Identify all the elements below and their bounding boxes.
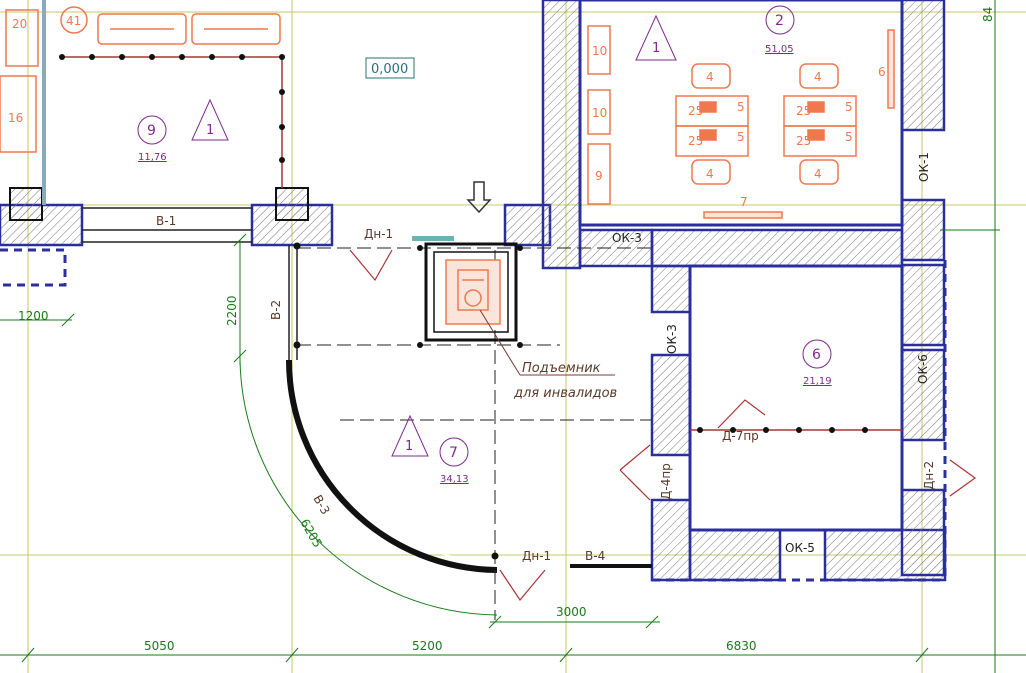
- furniture-number: 25: [796, 104, 811, 118]
- opening-label: Д-4пр: [659, 463, 673, 500]
- furniture-number: 4: [814, 167, 822, 181]
- furniture-number: 25: [688, 134, 703, 148]
- dimension-text: 6830: [726, 639, 757, 653]
- dimension-text: 5050: [144, 639, 175, 653]
- furniture: [0, 9, 895, 219]
- opening-label: В-3: [310, 493, 332, 517]
- dimension-lines: [0, 229, 1026, 663]
- room-area: 51,05: [765, 44, 794, 55]
- opening-label: ОК-6: [916, 354, 930, 384]
- opening-label: ОК-5: [785, 541, 815, 555]
- opening-label: Дн-1: [364, 227, 393, 241]
- room-area: 34,13: [440, 474, 469, 485]
- furniture-number: 25: [688, 104, 703, 118]
- furniture-number: 4: [814, 70, 822, 84]
- lift-label-line2: для инвалидов: [513, 386, 617, 401]
- dimension-text: 5200: [412, 639, 443, 653]
- furniture-number: 16: [8, 111, 23, 125]
- wheelchair-lift: [412, 236, 518, 342]
- entry-arrow-icon: [466, 181, 492, 214]
- room-number: 7: [449, 445, 458, 461]
- room-6: 6 21,19: [802, 339, 832, 387]
- furniture-number: 25: [796, 134, 811, 148]
- dimension-text: 1200: [18, 309, 49, 323]
- furniture-number: 4: [706, 70, 714, 84]
- zone-number: 1: [405, 439, 413, 454]
- room-7: 7 34,13 1: [391, 414, 469, 485]
- furniture-number: 9: [595, 169, 603, 183]
- dimension-text: 84: [981, 7, 995, 22]
- furniture-number: 41: [66, 14, 81, 28]
- opening-label: В-1: [156, 214, 176, 228]
- furniture-number: 6: [878, 65, 886, 79]
- room-9: 9 11,76 1: [137, 98, 229, 163]
- zone-number: 1: [206, 123, 214, 138]
- opening-label: Дн-1: [522, 549, 551, 563]
- opening-label: Дн-2: [922, 461, 936, 490]
- furniture-number: 7: [740, 195, 748, 209]
- wheelchair-icon: [457, 269, 489, 311]
- opening-label: В-2: [269, 300, 283, 320]
- exterior-columns: [9, 187, 309, 221]
- dimension-text: 6205: [297, 517, 324, 550]
- furniture-number: 10: [592, 106, 607, 120]
- opening-label: В-4: [585, 549, 605, 563]
- zone-number: 1: [652, 41, 660, 56]
- opening-label: ОК-3: [665, 324, 679, 354]
- furniture-number: 4: [706, 167, 714, 181]
- opening-label: ОК-3: [612, 231, 642, 245]
- furniture-number: 5: [845, 100, 853, 114]
- entrance-curved-glazing: [286, 359, 498, 573]
- room-area: 11,76: [138, 152, 167, 163]
- furniture-number: 5: [737, 130, 745, 144]
- dimension-text: 3000: [556, 605, 587, 619]
- opening-label: Д-7пр: [722, 429, 759, 443]
- room-2: 2 51,05 1: [635, 5, 795, 61]
- room-number: 9: [147, 123, 156, 139]
- furniture-number: 20: [12, 17, 27, 31]
- furniture-number: 5: [845, 130, 853, 144]
- lift-label-line1: Подъемник: [522, 361, 601, 376]
- dimension-text: 2200: [225, 295, 239, 326]
- room-area: 21,19: [803, 376, 832, 387]
- opening-label: ОК-1: [917, 152, 931, 182]
- level-mark: 0,000: [371, 62, 408, 77]
- furniture-number: 5: [737, 100, 745, 114]
- walls: [0, 0, 947, 582]
- room-number: 6: [812, 347, 821, 363]
- room-number: 2: [775, 13, 784, 29]
- furniture-number: 10: [592, 44, 607, 58]
